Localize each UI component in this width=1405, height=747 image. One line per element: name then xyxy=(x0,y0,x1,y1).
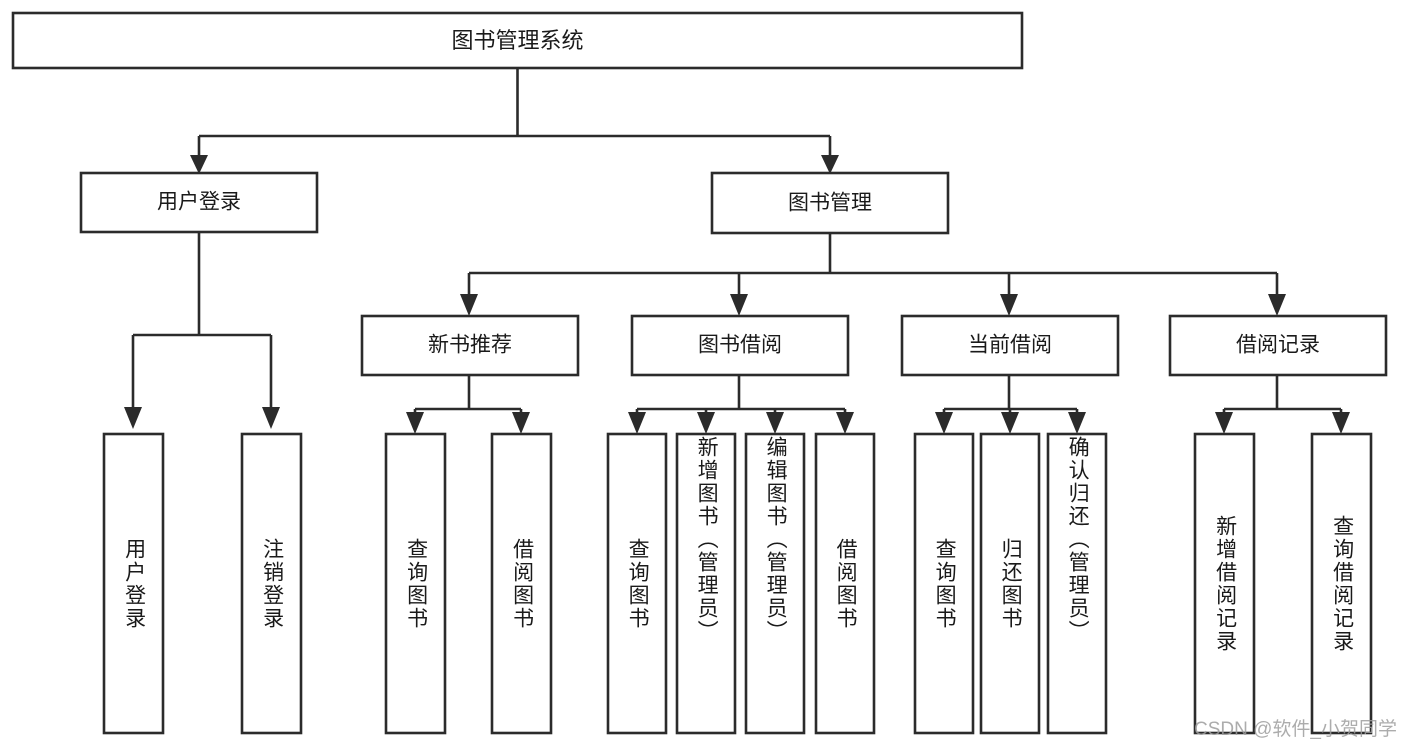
arrow-head-leaf-query-book-1 xyxy=(406,412,424,434)
node-borrow-record-box[interactable] xyxy=(1168,314,1388,377)
leaf-box-logout[interactable] xyxy=(240,432,303,735)
node-book-borrow-label: 图书借阅 xyxy=(698,334,782,357)
arrow-head-leaf-query-record xyxy=(1332,412,1350,434)
node-user-login[interactable]: 用户登录 xyxy=(79,171,319,234)
node-current-borrow[interactable]: 当前借阅 xyxy=(900,314,1120,377)
arrow-head-currentborrow xyxy=(1000,294,1018,316)
node-root-box[interactable] xyxy=(11,11,1024,70)
arrow-head-bookmgmt xyxy=(821,155,839,174)
node-root-label: 图书管理系统 xyxy=(451,28,583,53)
node-new-book-recommend-label: 新书推荐 xyxy=(428,334,512,357)
arrow-head-leaf-borrow-book-1 xyxy=(512,412,530,434)
node-current-borrow-label: 当前借阅 xyxy=(968,334,1052,357)
leaf-box-query-record[interactable] xyxy=(1310,432,1373,735)
node-current-borrow-box[interactable] xyxy=(900,314,1120,377)
node-borrow-record[interactable]: 借阅记录 xyxy=(1168,314,1388,377)
node-borrow-record-label: 借阅记录 xyxy=(1236,334,1320,357)
leaf-box-confirm-return[interactable] xyxy=(1046,432,1108,735)
arrow-head-userlogin xyxy=(190,155,208,174)
node-user-login-label: 用户登录 xyxy=(157,191,241,214)
leaf-box-borrow-book-2[interactable] xyxy=(814,432,876,735)
node-book-borrow[interactable]: 图书借阅 xyxy=(630,314,850,377)
node-new-book-recommend[interactable]: 新书推荐 xyxy=(360,314,580,377)
node-root[interactable]: 图书管理系统 xyxy=(11,11,1024,70)
node-new-book-recommend-box[interactable] xyxy=(360,314,580,377)
arrow-head-leaf-confirm-return xyxy=(1068,412,1086,434)
arrow-head-leaf-add-book xyxy=(697,412,715,434)
leaf-box-add-record[interactable] xyxy=(1193,432,1256,735)
node-user-login-box[interactable] xyxy=(79,171,319,234)
node-book-borrow-box[interactable] xyxy=(630,314,850,377)
leaf-box-query-book-2[interactable] xyxy=(606,432,668,735)
arrow-head-leaf-logout xyxy=(262,407,280,429)
leaf-box-user-login[interactable] xyxy=(102,432,165,735)
leaf-box-query-book-3[interactable] xyxy=(913,432,975,735)
arrow-head-newbook xyxy=(460,294,478,316)
node-book-management[interactable]: 图书管理 xyxy=(710,171,950,235)
arrow-head-leaf-query-book-2 xyxy=(628,412,646,434)
arrow-head-leaf-borrow-book-2 xyxy=(836,412,854,434)
node-book-management-label: 图书管理 xyxy=(788,192,872,215)
arrow-head-borrowrecord xyxy=(1268,294,1286,316)
arrow-head-bookborrow xyxy=(730,294,748,316)
leaf-box-return-book[interactable] xyxy=(979,432,1041,735)
arrow-head-leaf-edit-book xyxy=(766,412,784,434)
arrow-head-leaf-user-login xyxy=(124,407,142,429)
leaf-box-borrow-book-1[interactable] xyxy=(490,432,553,735)
leaf-box-edit-book[interactable] xyxy=(744,432,806,735)
arrow-head-leaf-add-record xyxy=(1215,412,1233,434)
arrow-head-leaf-query-book-3 xyxy=(935,412,953,434)
watermark: CSDN @软件_小贺同学 xyxy=(1194,719,1397,740)
leaf-box-add-book[interactable] xyxy=(675,432,737,735)
node-book-management-box[interactable] xyxy=(710,171,950,235)
leaf-box-query-book-1[interactable] xyxy=(384,432,447,735)
connector-group xyxy=(124,68,1350,434)
arrow-head-leaf-return-book xyxy=(1001,412,1019,434)
